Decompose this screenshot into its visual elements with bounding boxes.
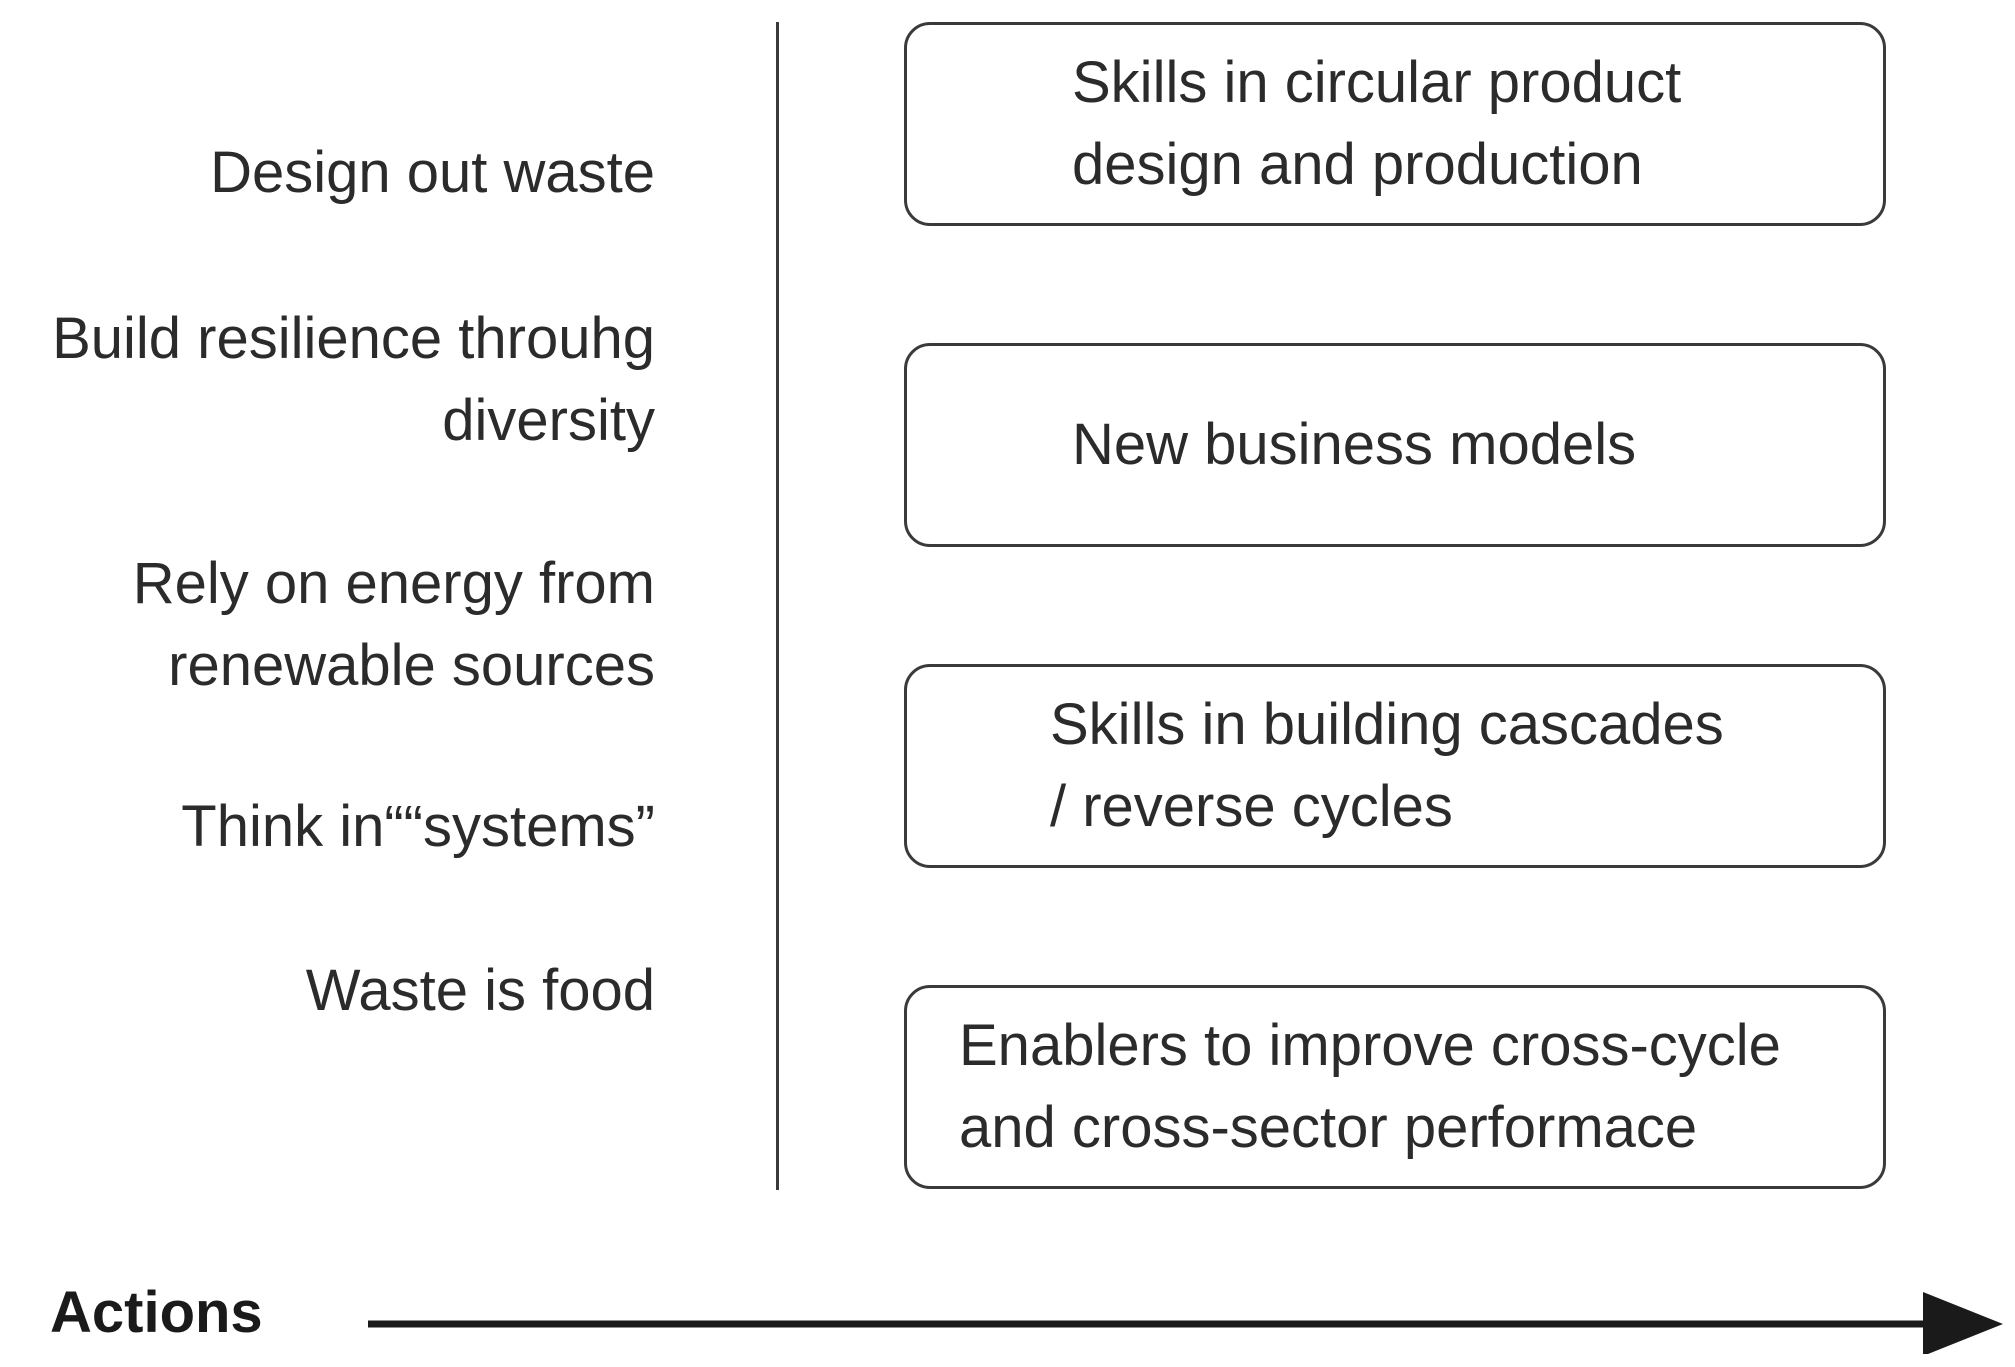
action-box-label: Enablers to improve cross-cycle and cros…: [959, 1013, 1781, 1160]
actions-arrow-head: [1923, 1292, 2003, 1354]
action-box-cascades: Skills in building cascades / reverse cy…: [904, 664, 1886, 868]
action-box-business-models: New business models: [904, 343, 1886, 547]
principle-build-resilience: Build resilience throuhg diversity: [52, 306, 655, 453]
principle-waste-is-food: Waste is food: [305, 958, 655, 1023]
actions-axis-label: Actions: [50, 1280, 263, 1345]
action-box-label: Skills in building cascades / reverse cy…: [1050, 692, 1724, 839]
principle-renewable-energy: Rely on energy from renewable sources: [132, 551, 655, 698]
principle-think-in-systems: Think in““systems”: [181, 794, 655, 859]
action-box-enablers: Enablers to improve cross-cycle and cros…: [904, 985, 1886, 1189]
vertical-divider: [776, 22, 779, 1190]
action-box-label: Skills in circular product design and pr…: [1072, 50, 1682, 197]
action-box-circular-design: Skills in circular product design and pr…: [904, 22, 1886, 226]
actions-arrow: [368, 1292, 2003, 1354]
action-box-label: New business models: [1072, 412, 1637, 477]
principle-design-out-waste: Design out waste: [210, 140, 655, 205]
